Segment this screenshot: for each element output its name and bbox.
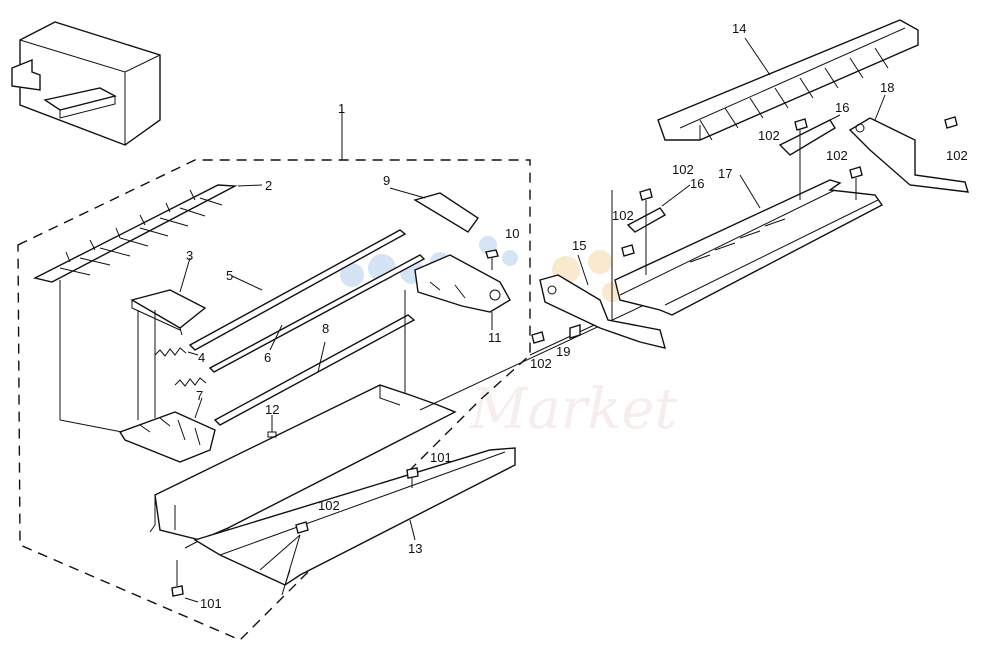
part-102-screw-a <box>259 521 309 596</box>
assembly-boundary <box>17 159 531 641</box>
label-19: 19 <box>556 344 570 359</box>
label-6: 6 <box>264 350 271 365</box>
label-101a: 101 <box>430 450 452 465</box>
label-7: 7 <box>196 388 203 403</box>
part-18-bracket <box>848 94 969 193</box>
label-1: 1 <box>338 101 345 116</box>
label-9: 9 <box>383 173 390 188</box>
label-11: 11 <box>488 330 502 345</box>
part-102-screw-b <box>794 118 808 131</box>
part-102-screw-f <box>944 116 958 129</box>
label-102b: 102 <box>758 128 780 143</box>
part-14-cover <box>657 19 919 141</box>
label-102c: 102 <box>672 162 694 177</box>
part-11-bracket <box>404 254 511 395</box>
part-2-comb-guide <box>32 184 263 283</box>
part-102-screw-c <box>639 188 653 275</box>
part-4-springs <box>154 347 207 387</box>
part-102-screw-d <box>621 244 635 257</box>
label-17: 17 <box>718 166 732 181</box>
label-102g: 102 <box>530 356 552 371</box>
part-102-screw-e <box>849 166 863 200</box>
part-19-clip <box>569 324 581 339</box>
part-8-bar <box>213 314 416 426</box>
label-4: 4 <box>198 350 205 365</box>
part-9-cover <box>389 187 479 233</box>
machine-overview-icon <box>11 21 161 146</box>
label-101b: 101 <box>200 596 222 611</box>
part-5-rod <box>188 229 407 351</box>
part-16-bracket-b <box>626 184 691 233</box>
label-16a: 16 <box>835 100 849 115</box>
label-102d: 102 <box>612 208 634 223</box>
part-labels: 1 2 3 4 5 6 7 8 9 10 11 12 13 14 15 16 1… <box>186 21 968 611</box>
label-14: 14 <box>732 21 746 36</box>
label-5: 5 <box>226 268 233 283</box>
label-13: 13 <box>408 541 422 556</box>
label-8: 8 <box>322 321 329 336</box>
label-102f: 102 <box>946 148 968 163</box>
label-16b: 16 <box>690 176 704 191</box>
part-101-screw-b <box>171 560 199 603</box>
part-102-screw-g <box>531 331 545 344</box>
part-6-rod <box>208 254 426 373</box>
part-101-screw-a <box>406 467 419 488</box>
label-12: 12 <box>265 402 279 417</box>
label-102e: 102 <box>826 148 848 163</box>
label-18: 18 <box>880 80 894 95</box>
label-102a: 102 <box>318 498 340 513</box>
part-7-holder <box>59 280 216 463</box>
label-10: 10 <box>505 226 519 241</box>
part-17-rail <box>614 174 884 316</box>
leader-lines <box>611 130 801 320</box>
label-3: 3 <box>186 248 193 263</box>
part-10-screw <box>485 249 499 270</box>
part-12-frame <box>149 384 457 549</box>
part-15-plate <box>539 254 666 349</box>
label-15: 15 <box>572 238 586 253</box>
part-3-cover <box>130 257 207 336</box>
part-16-bracket-a <box>778 114 841 156</box>
watermark-text: Market <box>469 377 678 442</box>
label-2: 2 <box>265 178 272 193</box>
